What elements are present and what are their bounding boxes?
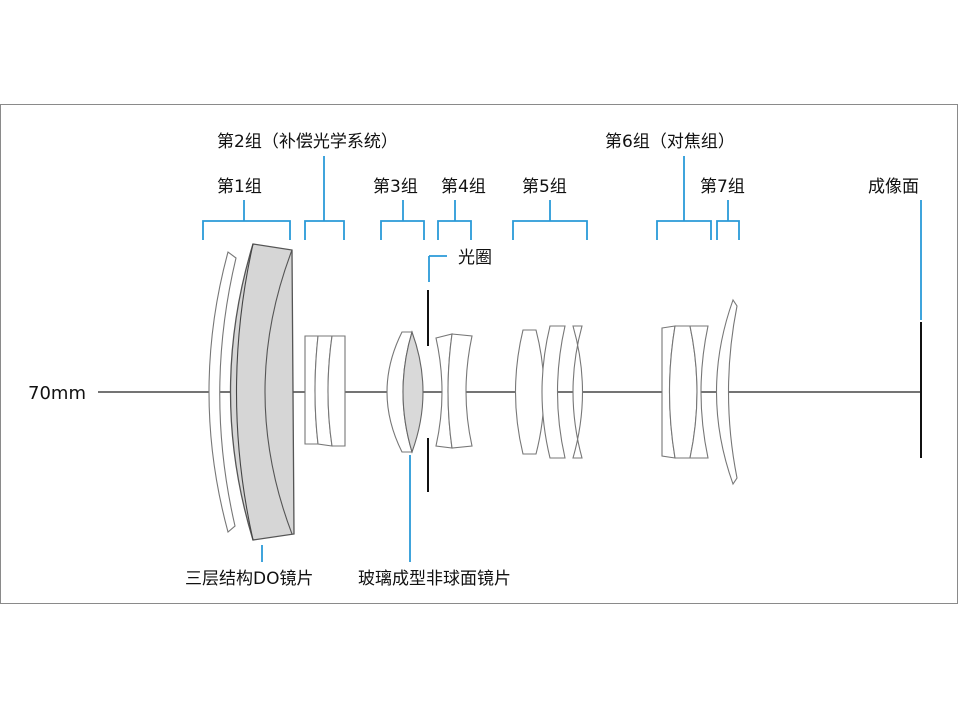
group-3-label: 第3组 <box>373 177 418 197</box>
group-5-label: 第5组 <box>522 177 567 197</box>
group-6-label: 第6组（对焦组） <box>605 132 735 152</box>
aspherical-lens-element <box>402 330 424 454</box>
group-1-label: 第1组 <box>217 177 262 197</box>
group-2-label: 第2组（补偿光学系统） <box>217 132 398 152</box>
group-1-bracket <box>202 200 291 240</box>
aperture-label: 光圈 <box>458 248 492 268</box>
group-6-lenses <box>661 325 709 459</box>
group-7-label: 第7组 <box>700 177 745 197</box>
group-4-label: 第4组 <box>441 177 486 197</box>
group-7-bracket <box>716 200 740 240</box>
group-4-bracket <box>437 200 472 240</box>
group-3-lenses <box>386 330 424 454</box>
group-7-lenses <box>715 298 738 486</box>
image-plane-label: 成像面 <box>868 177 919 197</box>
do-lens-element <box>229 243 295 541</box>
group-5-lenses <box>514 325 584 459</box>
aspherical-lens-label: 玻璃成型非球面镜片 <box>358 569 511 589</box>
group-2-bracket <box>304 156 345 240</box>
group-6-bracket <box>656 156 712 240</box>
group-5-bracket <box>512 200 588 240</box>
group-4-lenses <box>435 333 473 449</box>
group-3-bracket <box>380 200 425 240</box>
group-2-lenses <box>304 335 346 447</box>
focal-length-label: 70mm <box>28 383 86 404</box>
diagram-frame <box>0 104 958 604</box>
group-1-lenses <box>208 243 295 541</box>
do-lens-label: 三层结构DO镜片 <box>185 569 313 589</box>
